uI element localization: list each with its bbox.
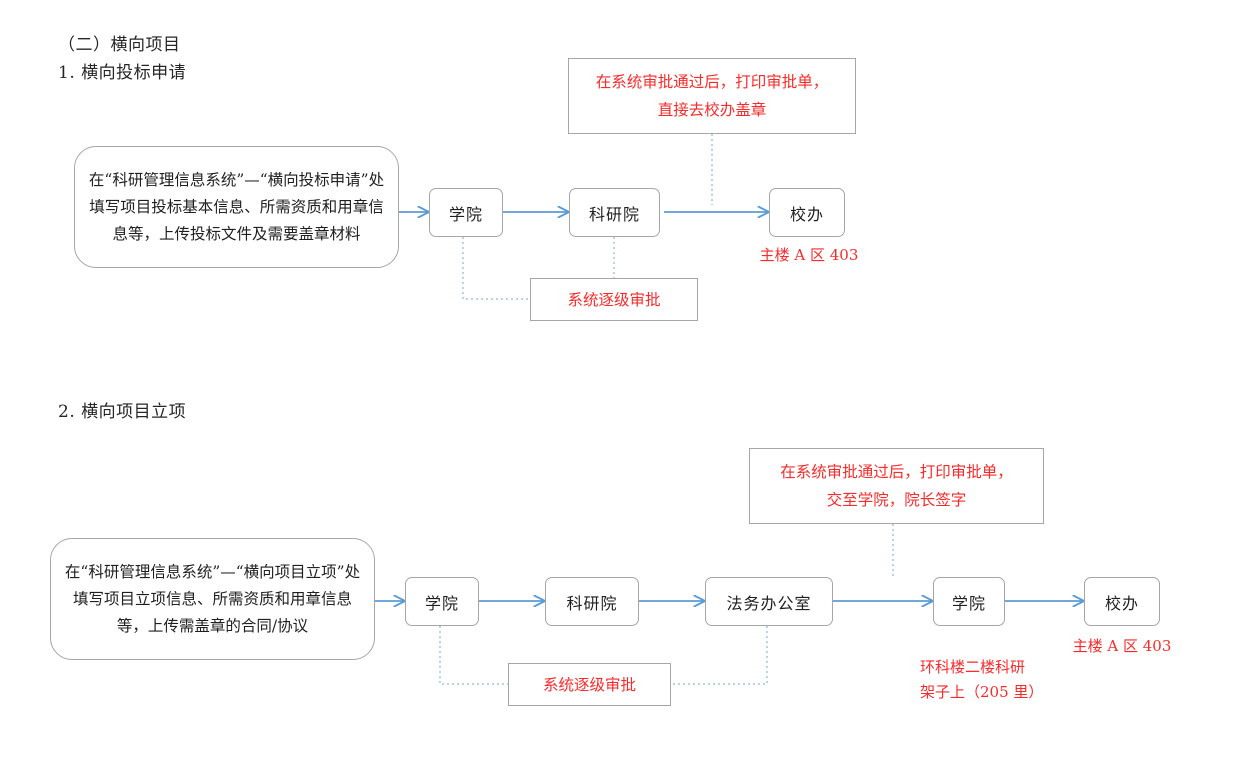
flow1-annotation-top: 在系统审批通过后，打印审批单， 直接去校办盖章 xyxy=(568,58,856,134)
flow2-start-box: 在“科研管理信息系统”—“横向项目立项”处填写项目立项信息、所需资质和用章信息等… xyxy=(50,538,375,660)
flow1-step-xueyuan[interactable]: 学院 xyxy=(429,188,503,237)
flow2-heading: 2. 横向项目立项 xyxy=(58,402,187,422)
flow1-annotation-bottom-text: 系统逐级审批 xyxy=(567,290,661,309)
flow1-annotation-bottom: 系统逐级审批 xyxy=(530,278,698,321)
flow2-step-keyanyuan[interactable]: 科研院 xyxy=(545,577,639,626)
flow1-heading: 1. 横向投标申请 xyxy=(58,63,187,83)
flow2-annotation-top-text: 在系统审批通过后，打印审批单， 交至学院，院长签字 xyxy=(780,463,1013,509)
flow1-start-text: 在“科研管理信息系统”—“横向投标申请”处填写项目投标基本信息、所需资质和用章信… xyxy=(88,170,385,243)
flow1-start-box: 在“科研管理信息系统”—“横向投标申请”处填写项目投标基本信息、所需资质和用章信… xyxy=(74,146,399,268)
flow1-step-1-label: 科研院 xyxy=(588,204,640,224)
flow2-step-3-label: 学院 xyxy=(951,593,986,613)
flow1-step-keyanyuan[interactable]: 科研院 xyxy=(569,188,660,237)
flow2-step-xueyuan-2[interactable]: 学院 xyxy=(933,577,1005,626)
flow1-step-2-label: 校办 xyxy=(789,204,824,224)
flow2-annotation-bottom: 系统逐级审批 xyxy=(508,663,671,706)
flow1-step-0-label: 学院 xyxy=(448,204,483,224)
flow2-annotation-bottom-text: 系统逐级审批 xyxy=(542,675,636,694)
flow2-step-2-label: 法务办公室 xyxy=(726,593,812,613)
flow1-location-label: 主楼 A 区 403 xyxy=(759,246,859,264)
flow2-step-xiaoban[interactable]: 校办 xyxy=(1084,577,1160,626)
flow2-start-text: 在“科研管理信息系统”—“横向项目立项”处填写项目立项信息、所需资质和用章信息等… xyxy=(64,562,361,635)
flow1-step-xiaoban[interactable]: 校办 xyxy=(769,188,845,237)
flow2-location-label: 主楼 A 区 403 xyxy=(1072,637,1172,655)
flow2-shelf-label: 环科楼二楼科研 架子上（205 里） xyxy=(920,658,1044,701)
flow2-step-xueyuan-1[interactable]: 学院 xyxy=(405,577,479,626)
section-title: （二）横向项目 xyxy=(58,35,181,55)
flow2-step-fawubangongshi[interactable]: 法务办公室 xyxy=(705,577,833,626)
flow2-annotation-top: 在系统审批通过后，打印审批单， 交至学院，院长签字 xyxy=(749,448,1044,524)
flow2-step-4-label: 校办 xyxy=(1104,593,1139,613)
flow2-step-0-label: 学院 xyxy=(424,593,459,613)
flow1-annotation-top-text: 在系统审批通过后，打印审批单， 直接去校办盖章 xyxy=(595,73,829,119)
flow2-step-1-label: 科研院 xyxy=(566,593,618,613)
